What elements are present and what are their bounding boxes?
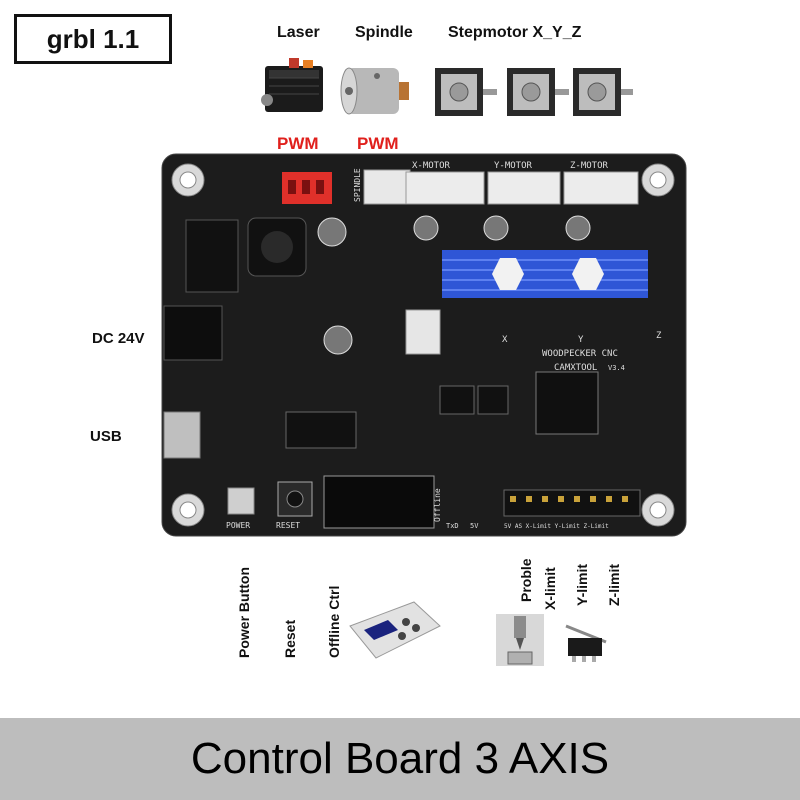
z-motor-silk: Z-MOTOR <box>570 161 609 171</box>
spindle-label: Spindle <box>355 24 413 41</box>
txd-silk: TxD <box>446 522 459 530</box>
spindle-silk: SPINDLE <box>353 168 362 202</box>
stepper-motor-y-image <box>507 68 569 116</box>
z-limit-label: Z-limit <box>606 564 622 606</box>
control-board: X-MOTOR Y-MOTOR Z-MOTOR SPINDLE WOODPECK… <box>161 153 687 537</box>
z-silk: Z <box>656 331 662 341</box>
pwm-label-laser: PWM <box>277 134 319 153</box>
x-silk: X <box>502 335 508 345</box>
version-silk: V3.4 <box>608 364 625 372</box>
capacitors <box>317 215 591 355</box>
y-limit-label: Y-limit <box>574 563 590 606</box>
limit-pin-header <box>503 489 641 517</box>
microcontroller <box>535 371 599 435</box>
laser-label: Laser <box>277 24 320 41</box>
limits-silk: 5V AS X-Limit Y-Limit Z-Limit <box>504 523 609 530</box>
z-motor-connector <box>563 171 639 205</box>
power-silk: POWER <box>226 521 250 530</box>
spindle-motor-image <box>340 67 409 115</box>
stepper-motor-z-image <box>573 68 633 116</box>
model-silk: CAMXTOOL <box>554 363 597 373</box>
pwm-label-spindle: PWM <box>357 134 399 153</box>
power-button-part <box>227 487 255 515</box>
x-limit-label: X-limit <box>542 567 558 610</box>
proble-label: Proble <box>518 558 534 602</box>
y-motor-silk: Y-MOTOR <box>494 161 533 171</box>
reset-silk: RESET <box>276 521 300 530</box>
x-motor-connector <box>405 171 485 205</box>
usb-label: USB <box>90 428 122 445</box>
regulator <box>185 219 239 293</box>
dc-jack <box>163 305 223 361</box>
offline-ctrl-label: Offline Ctrl <box>326 585 342 658</box>
usb-port <box>163 411 201 459</box>
y-motor-connector <box>487 171 561 205</box>
reset-label: Reset <box>282 619 298 658</box>
y-silk: Y <box>578 335 584 345</box>
limit-switch-image <box>565 624 607 662</box>
dc-24v-label: DC 24V <box>92 330 145 347</box>
x-motor-silk: X-MOTOR <box>412 161 451 171</box>
5v-silk: 5V <box>470 522 479 530</box>
offline-header <box>323 475 435 529</box>
probe-image <box>496 614 544 666</box>
offline-controller-image <box>349 601 441 659</box>
title-banner: Control Board 3 AXIS <box>0 718 800 800</box>
spindle-connector <box>363 169 411 205</box>
power-button-label: Power Button <box>236 567 252 658</box>
stepper-motor-x-image <box>435 68 497 116</box>
components-illustration <box>261 58 633 116</box>
firmware-badge: grbl 1.1 <box>14 14 172 64</box>
laser-module-image <box>261 58 323 112</box>
brand-silk: WOODPECKER CNC <box>542 349 618 359</box>
offline-silk: Offline <box>433 488 442 522</box>
mounting-holes <box>171 163 675 527</box>
banner-text: Control Board 3 AXIS <box>190 734 610 783</box>
stepmotor-label: Stepmotor X_Y_Z <box>448 24 582 41</box>
